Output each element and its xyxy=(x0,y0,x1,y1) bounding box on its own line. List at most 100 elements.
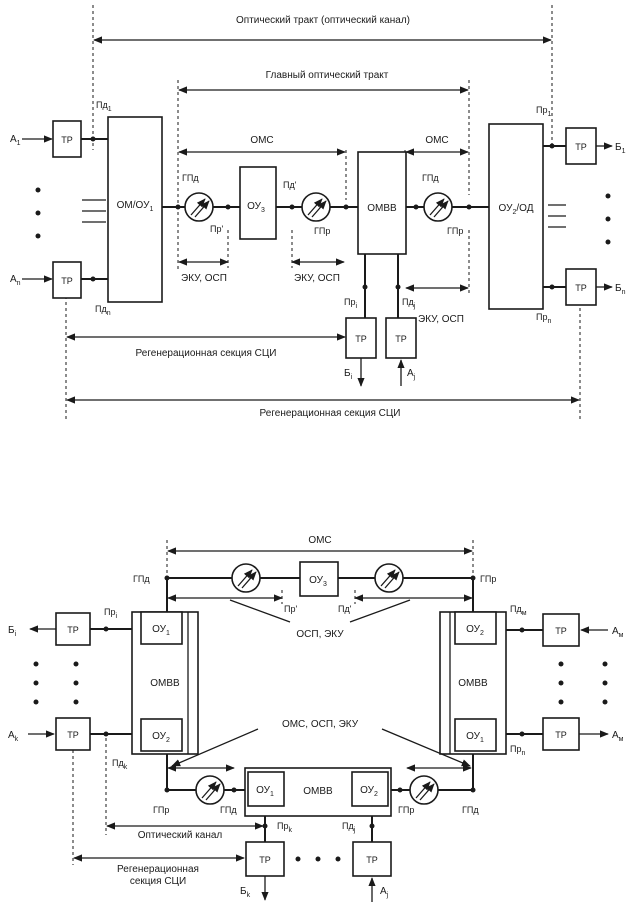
gpr-br-label: ГПр xyxy=(398,805,414,815)
pdj-point xyxy=(395,284,401,290)
ellipsis-dot xyxy=(602,680,608,686)
pdj-label: Пдj xyxy=(402,297,416,310)
gpd-bl-label: ГПд xyxy=(220,805,237,815)
ou3-bottom-label: ОУ3 xyxy=(309,575,327,588)
bi-b-label: Бi xyxy=(8,625,17,638)
tr-am-top-box xyxy=(542,613,580,647)
ellipsis-dot xyxy=(335,856,341,862)
an-label: Аn xyxy=(10,274,21,287)
prn-b-label: Прn xyxy=(510,744,525,757)
tr-b1-label: ТР xyxy=(575,142,587,152)
tr-bi-b-label: ТР xyxy=(67,625,79,635)
pointer-line xyxy=(229,599,291,623)
tr-a1-label: ТР xyxy=(61,135,73,145)
pd-prime-b-label: Пд' xyxy=(338,604,352,614)
pointer-line xyxy=(349,599,411,623)
pri-b-label: Прi xyxy=(104,607,117,620)
gpd-l-point xyxy=(164,575,170,581)
fiber-coil-b4-icon xyxy=(409,775,439,805)
ombb-bottom-label: ОМВВ xyxy=(303,786,333,797)
tr-an-box xyxy=(52,261,82,299)
oms-osp-eku-label: ОМС, ОСП, ЭКУ xyxy=(282,719,359,730)
tr-aj-box xyxy=(385,317,417,359)
ombb-right-label: ОМВВ xyxy=(458,678,488,689)
ellipsis-dot xyxy=(605,239,611,245)
b-ou1-label: ОУ1 xyxy=(256,785,274,798)
optical-channel-label: Оптический канал xyxy=(138,830,223,841)
ellipsis-dot xyxy=(73,699,79,705)
oms-top-label: ОМС xyxy=(308,535,331,546)
pdm-label: Пдм xyxy=(510,604,527,617)
fiber-coil-arrow xyxy=(241,571,257,589)
ellipsis-dot xyxy=(558,680,564,686)
ellipsis-dot xyxy=(295,856,301,862)
fiber-coil-arrow xyxy=(205,783,221,801)
pdj-b-point xyxy=(369,823,375,829)
prn-point xyxy=(549,284,555,290)
gpd-br-label: ГПд xyxy=(462,805,479,815)
fiber-coil-3-arrow xyxy=(433,200,449,218)
regen2-label: Регенерационная секция СЦИ xyxy=(260,408,401,419)
r-ou1-box xyxy=(454,718,497,752)
ombb-box xyxy=(357,151,407,255)
pd1-point xyxy=(90,136,96,142)
tr-ak-box xyxy=(55,717,91,751)
ou3-bottom-box xyxy=(299,561,339,597)
tr-ak-label: ТР xyxy=(67,730,79,740)
gpr-bl-label: ГПр xyxy=(153,805,169,815)
regen-label-1: Регенерационная xyxy=(117,864,199,875)
ellipsis-dot xyxy=(35,233,41,239)
pd-prime-point xyxy=(289,204,295,210)
r-ou2-box xyxy=(454,611,497,645)
gpd-l-label: ГПд xyxy=(133,574,150,584)
gpr2-label: ГПр xyxy=(447,226,463,236)
gpd2-label: ГПд xyxy=(422,173,439,183)
pd-prime-label: Пд' xyxy=(283,180,297,190)
fiber-coil-3-icon xyxy=(423,192,453,222)
prn-b-point xyxy=(519,731,525,737)
fiber-coil-b3-icon xyxy=(195,775,225,805)
tr-bk-label: ТР xyxy=(259,855,271,865)
pr-prime-label: Пр' xyxy=(210,224,223,234)
oms2-label: ОМС xyxy=(425,135,448,146)
ellipsis-dot xyxy=(602,699,608,705)
aj-label: Аj xyxy=(407,368,416,381)
tr-am-bot-label: ТР xyxy=(555,730,567,740)
ou3-label: ОУ3 xyxy=(247,201,265,214)
fiber-coil-arrow xyxy=(384,571,400,589)
pr1-point xyxy=(549,143,555,149)
om-ou1-label: ОМ/ОУ1 xyxy=(117,200,154,213)
tr-bn-label: ТР xyxy=(575,283,587,293)
b-ou1-box xyxy=(247,771,285,807)
bottom-diagram: ОМС ГПд ОУ3 ГПр Пр' Пд' ОСП, ЭКУ ОУ xyxy=(8,535,624,902)
pdn-label: Пдn xyxy=(95,304,111,317)
om-ou1-box xyxy=(107,116,163,303)
pointer-arrow-left xyxy=(171,728,259,767)
gpd-point xyxy=(175,204,181,210)
eku3-label: ЭКУ, ОСП xyxy=(418,314,464,325)
aj-b-label: Аj xyxy=(380,886,389,899)
tr-am-top-label: ТР xyxy=(555,626,567,636)
tr-an-label: ТР xyxy=(61,276,73,286)
pdj-b-label: Пдj xyxy=(342,821,356,834)
pdk-label: Пдk xyxy=(112,758,128,771)
gpd-br-point xyxy=(470,787,476,793)
top-diagram: Оптический тракт (оптический канал) Глав… xyxy=(10,5,626,420)
ellipsis-dot xyxy=(33,699,39,705)
optical-path-label: Оптический тракт (оптический канал) xyxy=(236,15,410,26)
prn-label: Прn xyxy=(536,312,551,325)
pri-label: Прi xyxy=(344,297,357,310)
tr-bk-box xyxy=(245,841,285,877)
tr-bi-label: ТР xyxy=(355,334,367,344)
b-ou2-box xyxy=(351,771,389,807)
a1-label: А1 xyxy=(10,134,21,147)
tr-aj-b-label: ТР xyxy=(366,855,378,865)
gpr-r-label: ГПр xyxy=(480,574,496,584)
tr-aj-label: ТР xyxy=(395,334,407,344)
oms1-label: ОМС xyxy=(250,135,273,146)
b1-label: Б1 xyxy=(615,142,626,155)
ou3-box xyxy=(239,166,277,240)
ellipsis-dot xyxy=(602,661,608,667)
l-ou2-box xyxy=(140,718,183,752)
